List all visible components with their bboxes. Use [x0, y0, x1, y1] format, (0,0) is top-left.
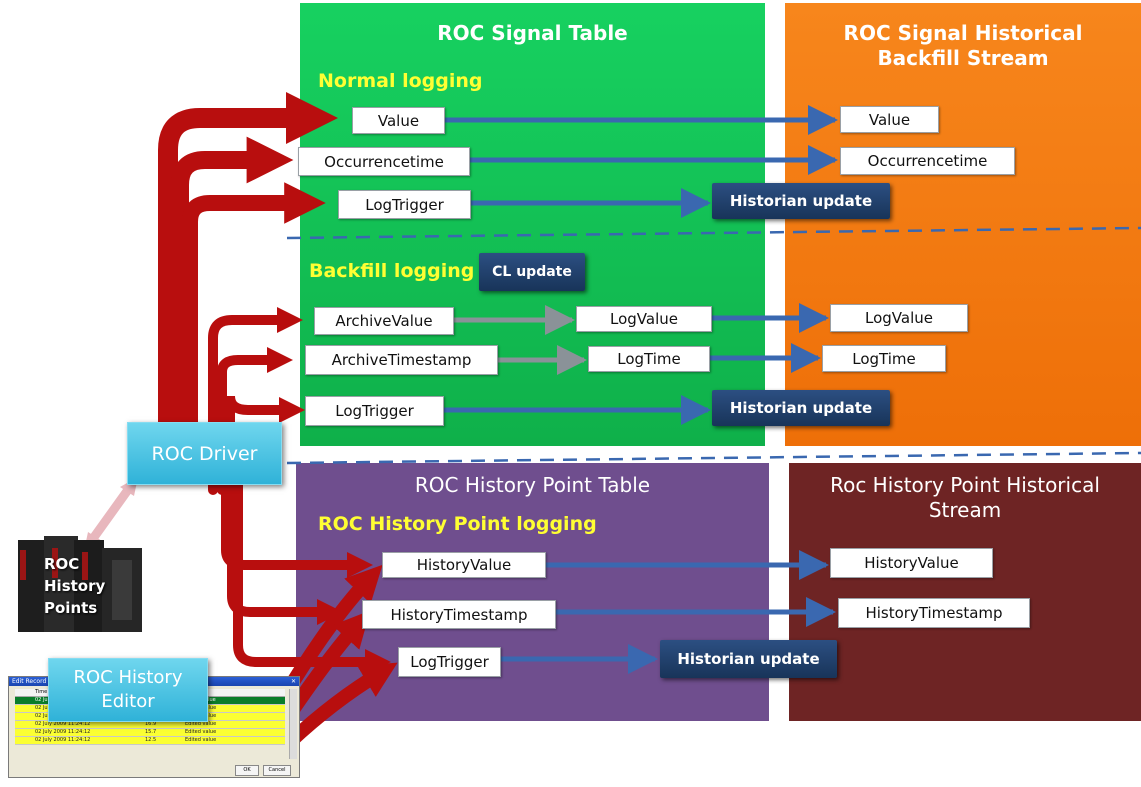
red-arrow-logtrigger-history: [233, 480, 391, 675]
history-logging-title: ROC History Point logging: [318, 513, 597, 535]
red-arrow-logtrigger-backfill: [225, 395, 305, 495]
signal-backfill-stream-panel: ROC Signal Historical Backfill Stream: [785, 3, 1141, 446]
field-value: Value: [352, 107, 445, 134]
thumbnail-row[interactable]: 02 July 2009 11:24:12 16.9 Edited value: [15, 721, 285, 729]
gray-arrows: [454, 305, 587, 375]
field-archive-value: ArchiveValue: [314, 307, 454, 335]
thumbnail-cell-status: Edited value: [185, 721, 217, 727]
thumbnail-cell-value: 12.5: [145, 737, 157, 743]
cl-update-button[interactable]: CL update: [479, 253, 585, 291]
thumbnail-cell-status: Edited value: [185, 737, 217, 743]
field-history-timestamp: HistoryTimestamp: [362, 600, 556, 629]
red-arrow-value: [158, 92, 338, 432]
history-stream-panel: Roc History Point Historical Stream: [789, 463, 1141, 721]
historian-update-button-normal[interactable]: Historian update: [712, 183, 890, 219]
backfill-logging-title: Backfill logging: [309, 260, 475, 282]
separator-line-bottom: [286, 451, 1141, 465]
thumbnail-row-marker: [15, 729, 35, 736]
thumbnail-row-marker: [15, 721, 35, 728]
thumbnail-title: Edit Record: [12, 678, 47, 685]
thumbnail-close-icon[interactable]: ✕: [290, 678, 296, 685]
signal-table-title: ROC Signal Table: [437, 21, 628, 45]
thumbnail-ok-button[interactable]: OK: [235, 765, 259, 776]
field-logtime-mid: LogTime: [588, 346, 710, 372]
thumbnail-row-marker: [15, 697, 35, 704]
field-history-value: HistoryValue: [382, 552, 546, 578]
roc-driver-button[interactable]: ROC Driver: [127, 422, 282, 485]
field-archive-timestamp: ArchiveTimestamp: [305, 345, 498, 375]
historian-update-button-backfill[interactable]: Historian update: [712, 390, 890, 426]
field-occurrencetime: Occurrencetime: [298, 147, 470, 176]
history-table-title: ROC History Point Table: [414, 473, 651, 497]
history-stream-title: Roc History Point Historical Stream: [830, 473, 1100, 522]
stream-logvalue: LogValue: [830, 304, 968, 332]
red-arrow-occurrencetime: [171, 136, 294, 431]
historian-update-button-history[interactable]: Historian update: [660, 640, 837, 678]
thumbnail-cell-value: 15.7: [145, 729, 157, 735]
thumbnail-row-marker: [15, 705, 35, 712]
thumbnail-row-marker: [15, 737, 35, 744]
red-arrow-logtrigger-normal: [182, 182, 326, 430]
separator-line-top: [286, 226, 1141, 240]
roc-history-editor-button[interactable]: ROC History Editor: [48, 658, 208, 722]
stream-value: Value: [840, 106, 939, 133]
thumbnail-cell-time: 02 July 2009 11:24:12: [35, 737, 91, 743]
thumbnail-row[interactable]: 02 July 2009 11:24:12 15.7 Edited value: [15, 729, 285, 737]
red-arrow-history-value: [221, 480, 373, 578]
thumbnail-cell-time: 02 July 2009 11:24:12: [35, 721, 91, 727]
stream-logtime: LogTime: [822, 345, 946, 372]
thumbnail-cell-status: Edited value: [185, 729, 217, 735]
normal-logging-title: Normal logging: [318, 70, 483, 92]
thumbnail-row-marker: [15, 713, 35, 720]
field-logvalue-mid: LogValue: [576, 306, 712, 332]
field-logtrigger-history: LogTrigger: [398, 647, 501, 677]
red-arrow-archive-value: [208, 307, 303, 495]
thumbnail-cell-time: 02 July 2009 11:24:12: [35, 729, 91, 735]
signal-backfill-stream-title: ROC Signal Historical Backfill Stream: [843, 21, 1083, 70]
field-logtrigger-backfill: LogTrigger: [305, 396, 444, 426]
thumbnail-scrollbar[interactable]: [289, 689, 297, 759]
device-link-arrow: [84, 477, 138, 551]
thumbnail-cancel-button[interactable]: Cancel: [263, 765, 291, 776]
blue-arrows: [444, 105, 838, 674]
thumbnail-header-time: Time: [35, 689, 48, 695]
red-arrow-history-timestamp: [227, 480, 343, 625]
red-arrow-archive-timestamp: [217, 347, 293, 495]
stream-occurrencetime: Occurrencetime: [840, 147, 1015, 175]
roc-history-points-label: ROC History Points: [44, 555, 106, 617]
stream-history-value: HistoryValue: [830, 548, 993, 578]
thumbnail-row[interactable]: 02 July 2009 11:24:12 12.5 Edited value: [15, 737, 285, 745]
field-logtrigger-normal: LogTrigger: [338, 190, 471, 219]
thumbnail-cell-value: 16.9: [145, 721, 157, 727]
stream-history-timestamp: HistoryTimestamp: [838, 598, 1030, 628]
